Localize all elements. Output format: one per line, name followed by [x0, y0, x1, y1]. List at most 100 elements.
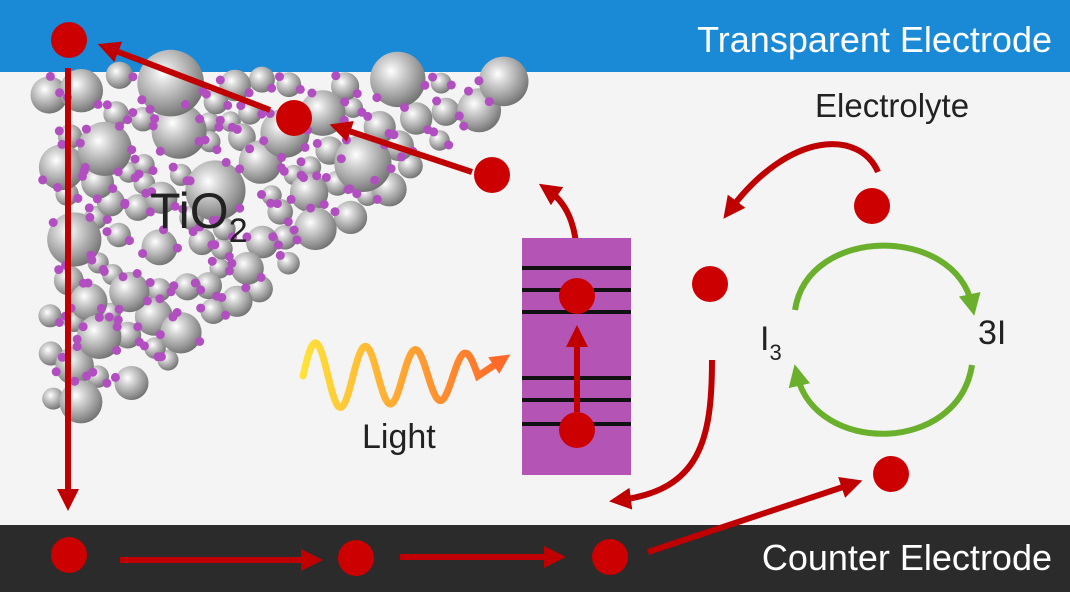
dye-molecule-dot	[312, 138, 322, 148]
dye-molecule-dot	[120, 200, 130, 209]
dye-molecule-dot	[241, 283, 251, 293]
dye-molecule-dot	[296, 170, 306, 180]
dye-molecule-dot	[159, 225, 168, 235]
dye-molecule-dot	[87, 255, 97, 265]
dye-molecule-dot	[125, 236, 134, 246]
dye-molecule-dot	[215, 115, 225, 125]
tio2-particle	[370, 51, 426, 108]
arrow-dye-to-tio2	[329, 121, 473, 175]
dye-molecule-dot	[172, 308, 182, 317]
dye-molecule-dot	[75, 138, 85, 148]
dye-molecule-dot	[223, 100, 233, 110]
dye-molecule-dot	[148, 121, 158, 131]
dye-molecule-dot	[142, 296, 152, 306]
dye-molecule-dot	[190, 278, 200, 288]
dye-molecule-dot	[306, 203, 316, 213]
electron-dye-excited	[559, 278, 595, 314]
electron-counter-1	[51, 537, 87, 573]
dye-molecule-dot	[336, 154, 346, 164]
dye-molecule-dot	[446, 80, 456, 90]
dye-molecule-dot	[94, 312, 104, 322]
tio2-particle	[30, 76, 68, 114]
tio2-particle	[38, 144, 85, 191]
dye-molecule-dot	[296, 157, 306, 167]
dye-molecule-dot	[110, 372, 120, 382]
dye-molecule-dot	[266, 198, 276, 208]
dye-molecule-dot	[242, 232, 252, 242]
dye-molecule-dot	[428, 72, 438, 82]
dye-molecule-dot	[113, 315, 123, 325]
dye-molecule-dot	[236, 101, 246, 111]
dye-molecule-dot	[198, 86, 208, 96]
dye-molecule-dot	[307, 88, 317, 98]
dye-molecule-dot	[432, 96, 442, 106]
dye-molecule-dot	[340, 97, 350, 107]
dye-molecule-dot	[168, 162, 178, 172]
dye-molecule-dot	[319, 200, 329, 209]
dye-molecule-dot	[48, 218, 58, 227]
dye-molecule-dot	[224, 266, 234, 276]
dye-molecule-dot	[130, 154, 140, 164]
dye-molecule-dot	[214, 122, 224, 132]
dye-molecule-dot	[217, 293, 227, 302]
dye-molecule-dot	[286, 194, 296, 204]
dye-molecule-dot	[292, 235, 302, 245]
dye-molecule-dot	[215, 75, 225, 85]
tio2-particle	[141, 229, 178, 266]
electron-electrolyte-mid	[692, 266, 728, 302]
dye-molecule-dot	[339, 115, 349, 125]
dye-molecule-dot	[102, 100, 112, 110]
dye-molecule-dot	[459, 121, 469, 131]
dye-molecule-dot	[145, 104, 155, 114]
dye-molecule-dot	[102, 378, 112, 388]
tio2-particle	[221, 285, 253, 317]
dye-molecule-dot	[257, 190, 266, 199]
three-i-label: 3I	[978, 314, 1006, 352]
electron-counter-3	[592, 539, 628, 575]
tio2-particle	[185, 160, 246, 221]
dye-molecule-dot	[55, 318, 64, 327]
dye-molecule-dot	[155, 146, 165, 156]
dye-molecule-dot	[227, 258, 237, 268]
dye-molecule-dot	[83, 278, 93, 288]
dye-molecule-dot	[156, 352, 166, 362]
dye-molecule-dot	[130, 173, 140, 183]
dye-molecule-dot	[155, 294, 165, 304]
dye-molecule-dot	[196, 303, 206, 313]
dye-molecule-dot	[244, 88, 254, 98]
dye-molecule-dot	[454, 111, 464, 121]
electron-electrolyte-bottom	[873, 456, 909, 492]
dye-molecule-dot	[275, 250, 285, 260]
dye-molecule-dot	[474, 76, 484, 86]
electron-transparent-electrode	[51, 22, 87, 58]
dye-molecule-dot	[272, 199, 282, 209]
dye-molecule-dot	[245, 144, 255, 154]
dye-molecule-dot	[54, 265, 64, 275]
dye-molecule-dot	[123, 115, 133, 125]
dye-molecule-dot	[256, 272, 266, 282]
dye-molecule-dot	[132, 269, 142, 278]
dye-molecule-dot	[115, 121, 124, 131]
dye-molecule-dot	[221, 157, 231, 167]
arrow-electrolyte-top	[723, 141, 881, 219]
light-label: Light	[362, 418, 436, 456]
tio2-label-sub: 2	[229, 212, 248, 250]
dye-molecule-dot	[276, 163, 286, 173]
arrow-tio2-to-electrode	[97, 41, 272, 113]
dye-molecule-dot	[170, 201, 180, 211]
dye-molecule-dot	[200, 135, 210, 145]
dye-molecule-dot	[57, 139, 67, 149]
arrow-electrolyte-regeneration	[609, 359, 715, 510]
dye-molecule-dot	[283, 217, 293, 227]
tio2-particle	[294, 207, 337, 251]
electrons	[51, 22, 909, 576]
tio2-particle	[77, 121, 132, 176]
dye-molecule-dot	[84, 203, 94, 213]
dye-molecule-dot	[104, 312, 114, 322]
tio2-particle	[77, 314, 122, 359]
dye-molecule-dot	[178, 204, 188, 214]
dye-molecule-dot	[112, 345, 122, 355]
redox-arrow-top	[792, 242, 981, 316]
dye-molecule-dot	[363, 111, 373, 121]
